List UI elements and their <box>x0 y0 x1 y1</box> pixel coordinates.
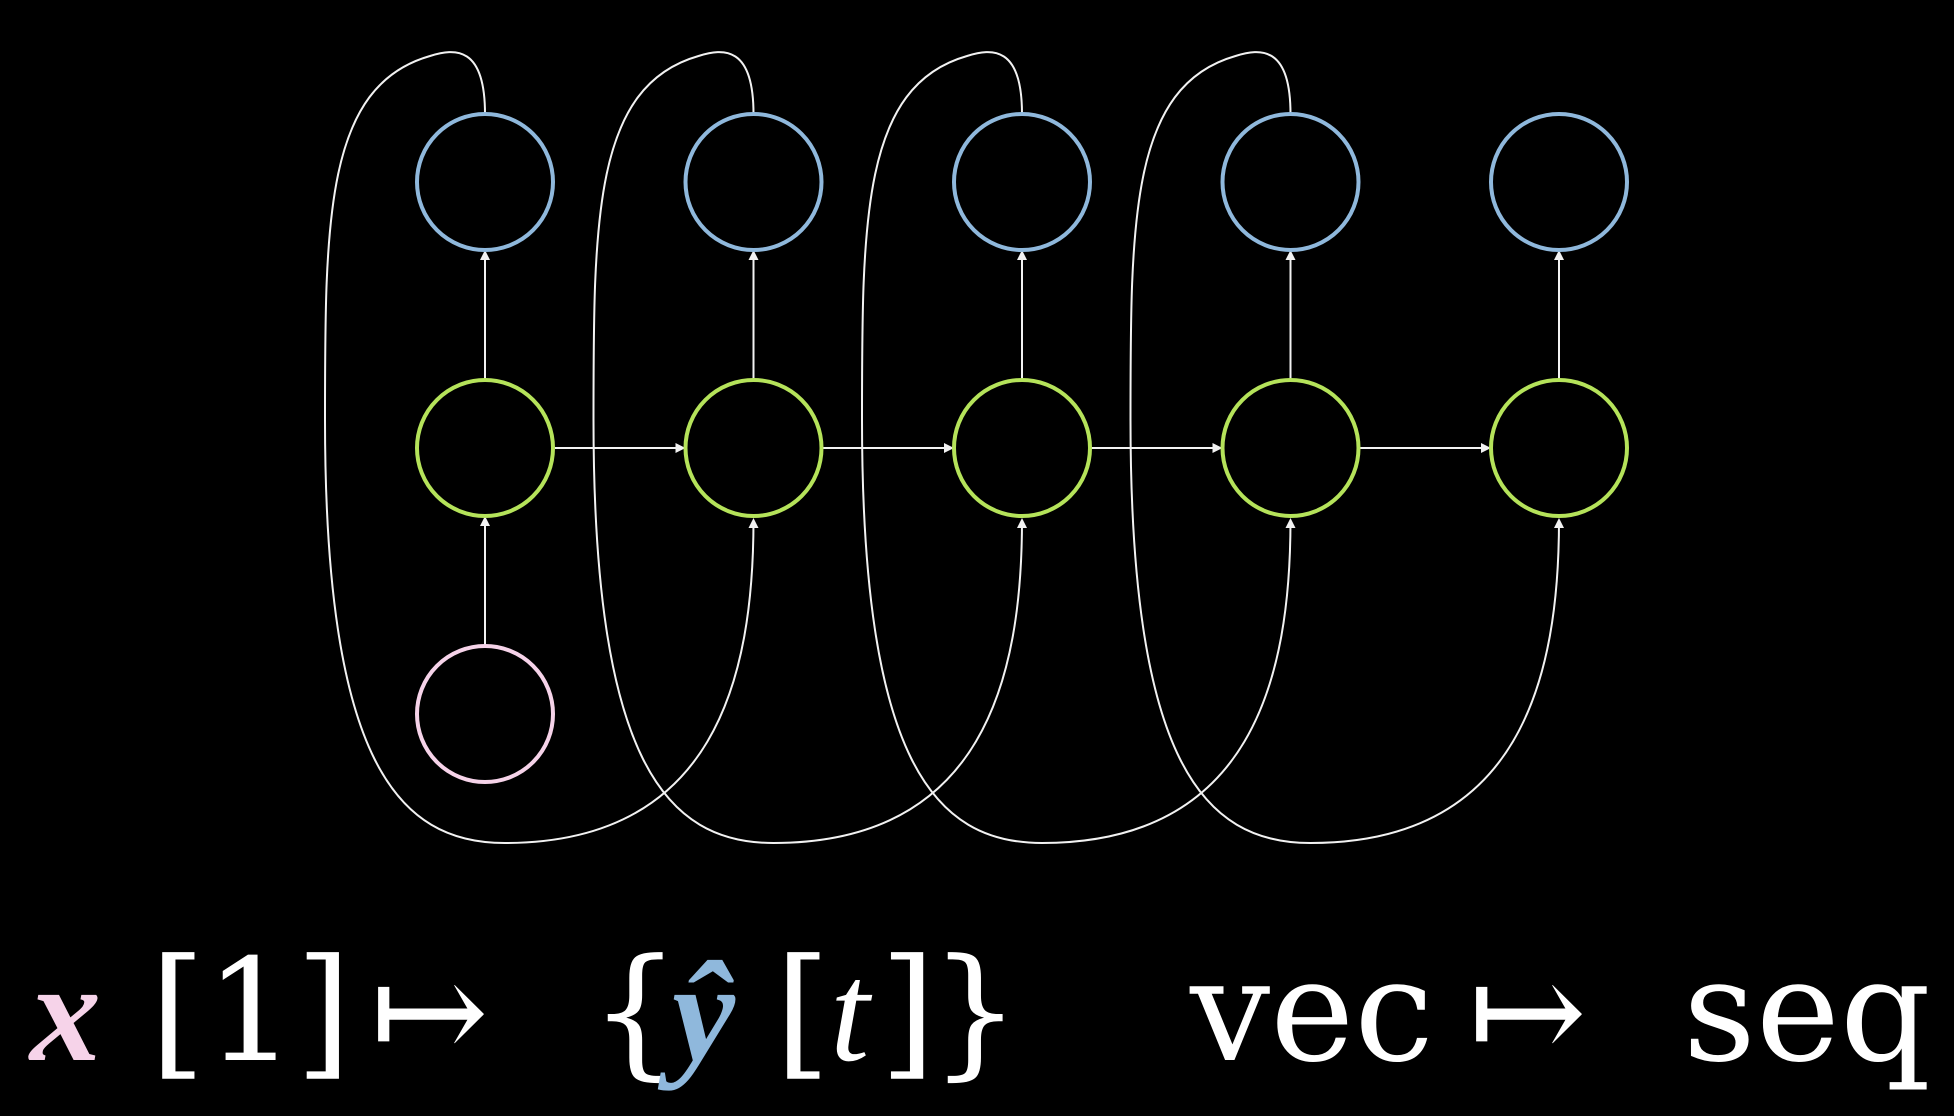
hidden-node-3 <box>952 378 1092 518</box>
formula-output-index-open: [ <box>775 929 830 1094</box>
output-node-3 <box>952 112 1092 252</box>
hidden-node-1 <box>415 378 555 518</box>
feedback-arrow-4-to-5 <box>1129 51 1564 845</box>
caption-to: seq <box>1683 929 1931 1094</box>
formula-input-symbol: x <box>28 933 101 1091</box>
formula-maps-to-arrow: ↦ <box>370 929 489 1094</box>
formula-output-index-var: t <box>830 933 873 1091</box>
hidden-node-2 <box>683 378 824 518</box>
feedback-arrow-3-to-4 <box>860 51 1296 845</box>
feedback-connections <box>323 51 1564 845</box>
output-node-2 <box>683 112 824 252</box>
output-node-1 <box>415 112 555 252</box>
formula-input-index: [1] <box>150 929 351 1094</box>
feedback-arrow-2-to-3 <box>592 51 1027 845</box>
formula-close-brace: } <box>930 929 1020 1094</box>
hidden-node-4 <box>1220 378 1361 518</box>
caption-from: vec <box>1189 929 1434 1094</box>
formula-open-brace: { <box>590 929 680 1094</box>
input-node-1 <box>415 644 555 784</box>
output-node-5 <box>1489 112 1629 252</box>
forward-connections <box>480 250 1564 646</box>
caption-maps-to-arrow: ↦ <box>1468 929 1587 1094</box>
formula-output-index-close: ] <box>880 929 935 1094</box>
network-nodes <box>415 112 1629 784</box>
output-node-4 <box>1220 112 1361 252</box>
feedback-arrow-1-to-2 <box>323 51 759 845</box>
hidden-node-5 <box>1489 378 1629 518</box>
